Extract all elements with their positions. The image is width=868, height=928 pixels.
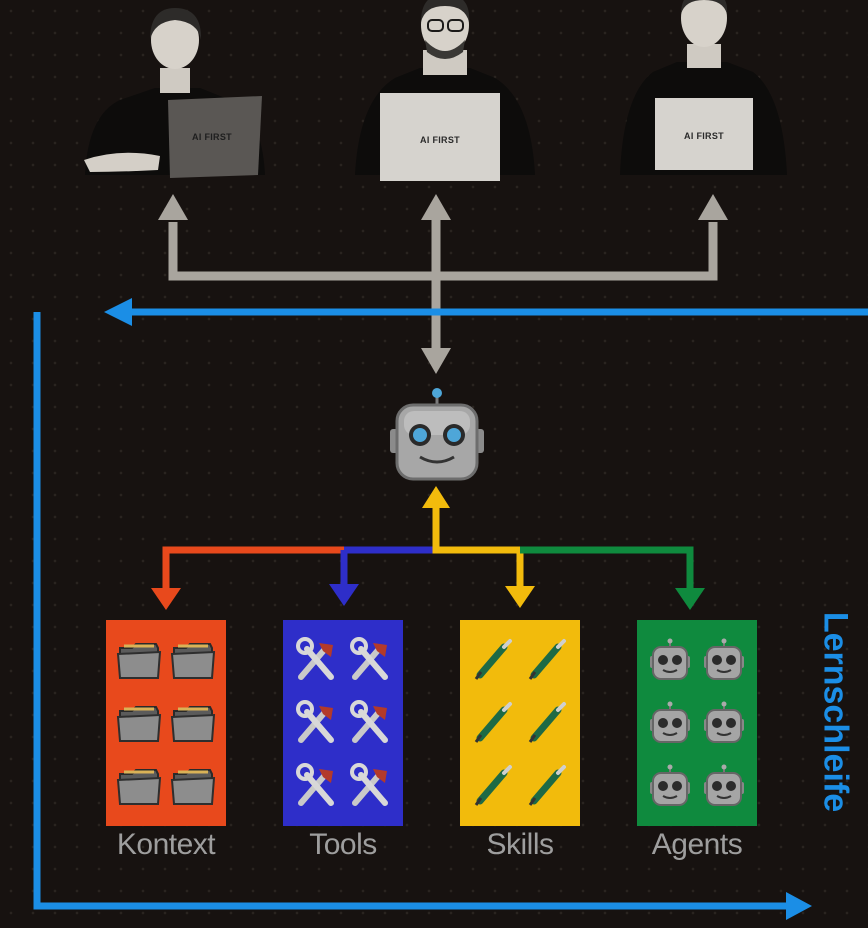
hammer-wrench-icon bbox=[347, 636, 393, 683]
robot-icon bbox=[703, 701, 745, 745]
label-skills: Skills bbox=[486, 828, 554, 861]
tile-agents bbox=[637, 620, 757, 826]
laptop-label: AI FIRST bbox=[684, 131, 724, 141]
laptop-label: AI FIRST bbox=[420, 135, 460, 145]
laptop: AI FIRST bbox=[655, 98, 753, 170]
pen-icon bbox=[524, 763, 570, 809]
label-agents: Agents bbox=[651, 828, 743, 861]
person-right: AI FIRST bbox=[620, 0, 787, 175]
arrow-up-right bbox=[698, 194, 728, 220]
label-kontext: Kontext bbox=[116, 828, 216, 861]
arrow-down-agents bbox=[675, 588, 705, 610]
robot-icon bbox=[649, 701, 691, 745]
people-arrowheads bbox=[158, 194, 728, 374]
arrow-down-kontext bbox=[151, 588, 181, 610]
loop-label: Lernschleife bbox=[805, 582, 865, 842]
person-left: AI FIRST bbox=[84, 8, 265, 178]
face bbox=[151, 11, 199, 69]
branch-agents bbox=[520, 546, 694, 592]
branch-arrowheads bbox=[151, 486, 705, 610]
arrow-up-robot bbox=[422, 486, 450, 508]
folder-icon bbox=[170, 701, 216, 745]
loop-bottom-arrowhead bbox=[786, 892, 812, 920]
folder-icon bbox=[116, 764, 162, 808]
robot-icon bbox=[649, 764, 691, 808]
people-bus-line bbox=[168, 222, 718, 281]
pen-icon bbox=[470, 700, 516, 746]
arrow-down-tools bbox=[329, 584, 359, 606]
hammer-wrench-icon bbox=[347, 699, 393, 746]
label-tools: Tools bbox=[309, 828, 377, 861]
learning-loop bbox=[33, 298, 868, 920]
robot-icon bbox=[390, 388, 484, 481]
hammer-wrench-icon bbox=[293, 636, 339, 683]
folder-icon bbox=[116, 701, 162, 745]
robot-icon bbox=[649, 638, 691, 682]
tile-kontext bbox=[106, 620, 226, 826]
loop-bottom-line bbox=[33, 312, 788, 910]
loop-label-text: Lernschleife bbox=[816, 611, 855, 813]
branch-skills bbox=[432, 506, 524, 590]
arrow-up-left bbox=[158, 194, 188, 220]
robot-icon bbox=[703, 638, 745, 682]
laptop: AI FIRST bbox=[168, 96, 262, 178]
branch-kontext bbox=[162, 546, 344, 592]
arrow-up-center bbox=[421, 194, 451, 220]
pen-icon bbox=[470, 637, 516, 683]
laptop: AI FIRST bbox=[380, 93, 500, 181]
loop-top-arrowhead bbox=[104, 298, 132, 326]
folder-icon bbox=[116, 638, 162, 682]
laptop-label: AI FIRST bbox=[192, 132, 232, 142]
branch-connectors bbox=[162, 506, 694, 592]
hammer-wrench-icon bbox=[293, 699, 339, 746]
folder-icon bbox=[170, 638, 216, 682]
tile-tools bbox=[283, 620, 403, 826]
pen-icon bbox=[524, 637, 570, 683]
arrow-down-robot bbox=[421, 348, 451, 374]
pen-icon bbox=[524, 700, 570, 746]
person-center: AI FIRST bbox=[355, 0, 535, 181]
hammer-wrench-icon bbox=[347, 763, 393, 809]
folder-icon bbox=[170, 764, 216, 808]
face bbox=[681, 0, 727, 47]
people-connector bbox=[168, 220, 718, 350]
pen-icon bbox=[470, 763, 516, 809]
robot-icon bbox=[703, 764, 745, 808]
tile-skills bbox=[460, 620, 580, 826]
arrow-down-skills bbox=[505, 586, 535, 608]
face bbox=[421, 0, 469, 55]
hammer-wrench-icon bbox=[293, 763, 339, 809]
